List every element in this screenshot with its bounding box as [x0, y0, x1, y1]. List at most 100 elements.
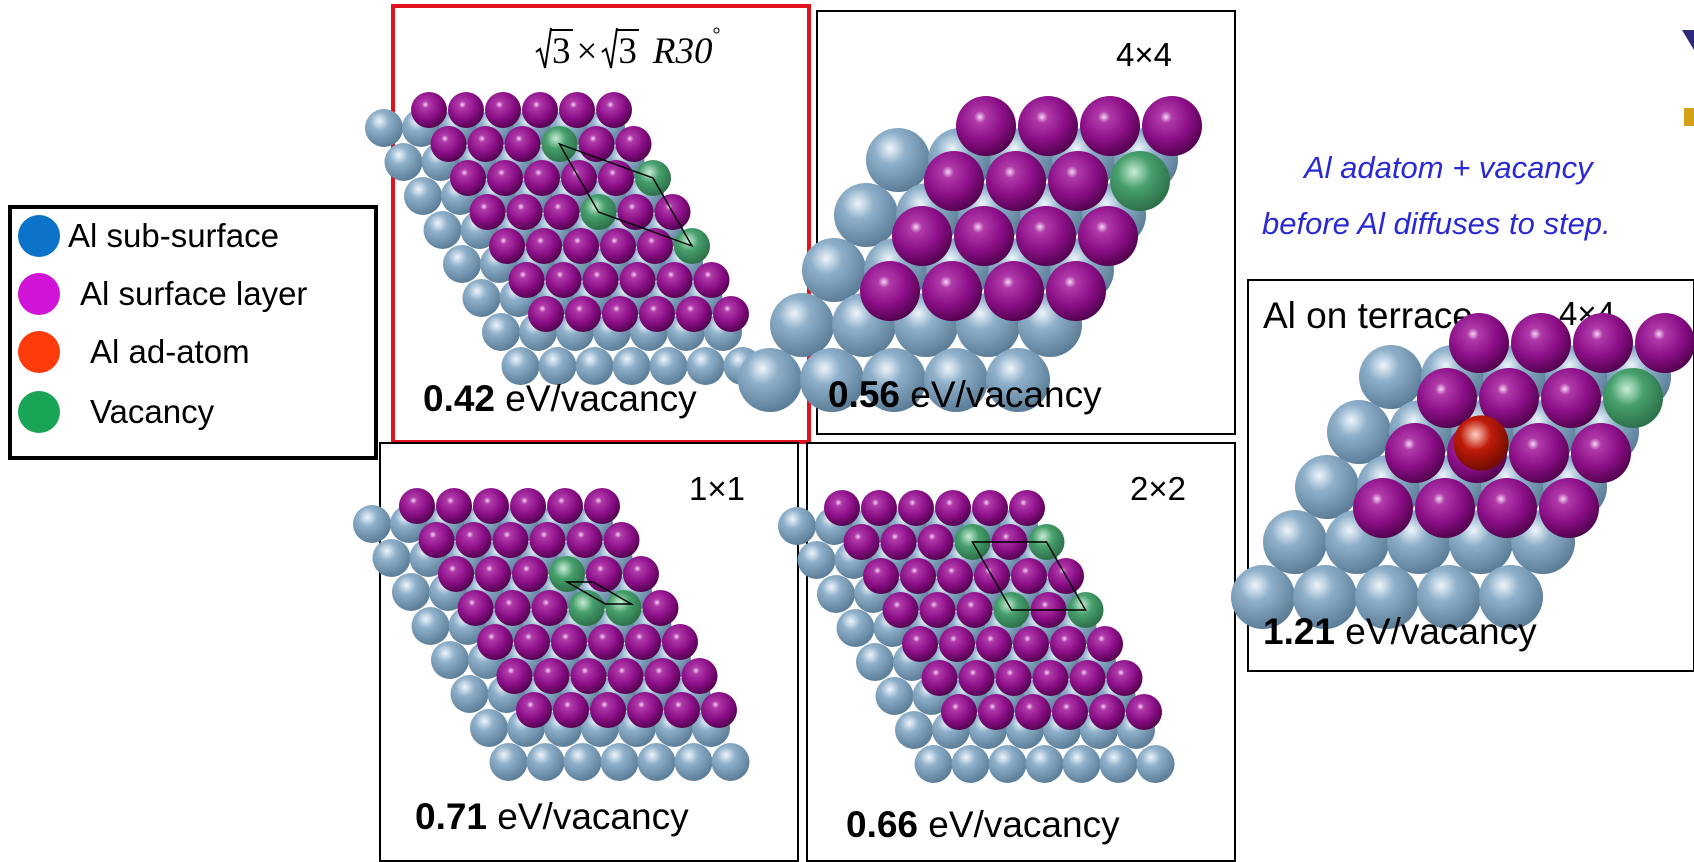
surface-atom: [578, 126, 615, 162]
legend-swatch-sub-surface: [18, 215, 60, 257]
surface-atom: [1009, 490, 1045, 526]
surface-atom: [533, 658, 570, 694]
surface-atom: [418, 522, 455, 558]
surface-atom: [958, 660, 995, 696]
surface-atom: [531, 590, 568, 626]
surface-atom: [1126, 694, 1162, 730]
surface-atom: [455, 522, 492, 558]
surface-atom: [1015, 694, 1051, 730]
sub-surface-atom: [875, 677, 914, 715]
sub-surface-atom: [802, 238, 866, 302]
surface-atom: [642, 590, 679, 626]
surface-atom: [625, 624, 661, 660]
sub-surface-atom: [834, 183, 898, 247]
surface-atom: [1089, 694, 1125, 730]
surface-atom: [582, 262, 619, 298]
surface-atom: [662, 624, 698, 660]
sub-surface-atom: [392, 573, 430, 611]
legend-item-sub-surface: Al sub-surface: [18, 215, 279, 257]
surface-atom: [939, 626, 975, 662]
surface-atom: [986, 151, 1046, 211]
surface-atom: [1509, 423, 1569, 483]
surface-atom: [603, 522, 640, 558]
surface-atom: [450, 160, 486, 196]
surface-atom: [1417, 368, 1477, 428]
surface-atom: [935, 490, 971, 526]
unit-cell-outline: [557, 142, 694, 248]
sub-surface-atom: [1359, 345, 1423, 409]
surface-atom: [978, 694, 1014, 730]
panel-4x4: 4×4 0.56 eV/vacancy: [738, 10, 1236, 435]
sub-surface-atom: [988, 745, 1027, 783]
surface-atom: [545, 262, 582, 298]
surface-atom: [477, 624, 513, 660]
surface-atom: [1477, 478, 1537, 538]
energy-label-4x4: 0.56 eV/vacancy: [828, 374, 1102, 415]
surface-atom: [485, 92, 521, 128]
surface-atom: [937, 558, 973, 594]
legend-item-surface: Al surface layer: [18, 273, 307, 315]
sub-surface-atom: [951, 745, 990, 783]
surface-atom: [863, 558, 899, 594]
surface-atom: [1142, 96, 1202, 156]
sub-surface-atom: [649, 347, 688, 385]
legend-swatch-vacancy: [18, 391, 60, 433]
surface-atom: [551, 624, 587, 660]
panel-2x2: 2×2 0.66 eV/vacancy: [778, 442, 1236, 862]
legend-label: Al surface layer: [80, 275, 308, 312]
sub-surface-atom: [1062, 745, 1101, 783]
surface-atom: [512, 556, 548, 592]
unit-cell-outline: [564, 581, 635, 605]
surface-atom: [559, 92, 595, 128]
surface-atom: [664, 692, 700, 728]
surface-atom: [1046, 261, 1106, 321]
surface-atom: [1069, 660, 1106, 696]
surface-atom: [902, 626, 938, 662]
atom-lattice-sqrt3: [365, 92, 762, 385]
surface-atom: [919, 592, 956, 628]
sub-surface-atom: [778, 507, 816, 545]
sub-surface-atom: [817, 575, 855, 613]
surface-atom: [496, 658, 533, 694]
sub-surface-atom: [686, 347, 725, 385]
sub-surface-atom: [489, 743, 528, 781]
surface-atom: [553, 692, 589, 728]
surface-atom: [976, 626, 1012, 662]
surface-atom: [1573, 313, 1633, 373]
surface-atom: [924, 151, 984, 211]
surface-atom: [882, 592, 919, 628]
surface-atom: [487, 160, 523, 196]
surface-atom: [984, 261, 1044, 321]
surface-atom: [843, 524, 880, 560]
sub-surface-atom: [462, 279, 501, 317]
legend-item-adatom: Al ad-atom: [18, 331, 250, 373]
sub-surface-atom: [501, 347, 540, 385]
panel-1x1: 1×1 0.71 eV/vacancy: [353, 442, 799, 862]
sub-surface-atom: [797, 541, 836, 579]
surface-atom: [506, 194, 543, 230]
surface-atom: [467, 126, 504, 162]
surface-atom: [861, 490, 897, 526]
surface-atom: [1571, 423, 1631, 483]
panel-al-on-terrace: Al on terrace 4×4 1.21 eV/vacancy: [1231, 279, 1694, 672]
surface-atom: [1087, 626, 1123, 662]
sub-surface-atom: [563, 743, 602, 781]
legend-box: Al sub-surface Al surface layer Al ad-at…: [8, 205, 378, 460]
surface-atom: [566, 522, 603, 558]
surface-atom: [1080, 96, 1140, 156]
sub-surface-atom: [895, 711, 933, 749]
surface-atom: [473, 488, 509, 524]
surface-atom: [399, 488, 435, 524]
sub-surface-atom: [914, 745, 953, 783]
sub-surface-atom: [1355, 565, 1419, 629]
atom-lattice-2x2: [778, 490, 1175, 783]
sub-surface-atom: [365, 109, 403, 147]
legend-swatch-adatom: [18, 331, 60, 373]
legend-item-vacancy: Vacancy: [18, 391, 214, 433]
surface-atom: [430, 126, 467, 162]
surface-atom: [972, 490, 1008, 526]
energy-label-1x1: 0.71 eV/vacancy: [415, 796, 689, 837]
atom-lattice-terrace: [1231, 313, 1694, 629]
adatom: [1453, 415, 1509, 471]
cell-label-2x2: 2×2: [1130, 470, 1186, 507]
